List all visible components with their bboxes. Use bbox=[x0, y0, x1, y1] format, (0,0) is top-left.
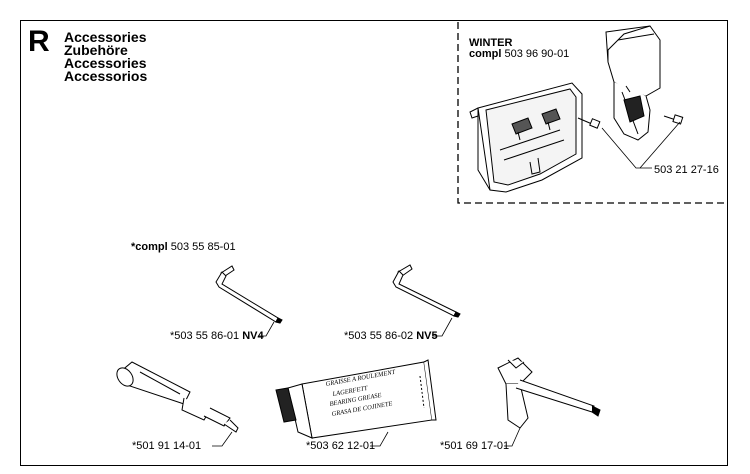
winter-screw-number: 503 21 27-16 bbox=[654, 164, 719, 176]
combination-spanner-drawing bbox=[497, 357, 601, 429]
part-number: *501 91 14-01 bbox=[132, 440, 202, 452]
part-label-hex-key-nv4: *503 55 86-01 NV4 bbox=[170, 330, 264, 342]
page-frame bbox=[20, 20, 728, 466]
title-english: Accessories bbox=[64, 29, 147, 45]
hex-key-nv5-drawing bbox=[392, 264, 461, 318]
winter-box-border bbox=[457, 22, 726, 204]
winter-compl-number: 503 96 90-01 bbox=[504, 48, 570, 60]
winter-plate-drawing bbox=[469, 82, 583, 193]
winter-compl-label: compl bbox=[469, 48, 502, 60]
part-label-spanner: *501 69 17-01 bbox=[440, 440, 509, 452]
section-titles: Accessories Zubehöre Accessories Accesso… bbox=[64, 29, 148, 84]
part-number: *503 62 12-01 bbox=[306, 440, 376, 452]
grease-tube-drawing bbox=[275, 359, 437, 439]
screw-drawings bbox=[577, 114, 684, 129]
part-code: NV5 bbox=[416, 330, 438, 342]
title-french: Accessories bbox=[64, 55, 147, 71]
hex-key-nv4-drawing bbox=[215, 265, 283, 324]
part-number: *503 55 86-02 bbox=[344, 330, 414, 342]
wrench-compl-label: *compl bbox=[131, 241, 168, 253]
part-number: *501 69 17-01 bbox=[440, 440, 510, 452]
grease-nozzle-drawing bbox=[116, 361, 239, 433]
part-label-hex-key-nv5: *503 55 86-02 NV5 bbox=[344, 330, 438, 342]
winter-hood-drawing bbox=[605, 25, 661, 141]
title-german: Zubehöre bbox=[64, 42, 128, 58]
winter-kit-name: WINTER bbox=[469, 37, 513, 49]
winter-kit-compl: compl 503 96 90-01 bbox=[469, 48, 569, 60]
title-spanish: Accessorios bbox=[64, 68, 148, 84]
part-code: NV4 bbox=[242, 330, 264, 342]
part-label-grease-tube: *503 62 12-01 bbox=[306, 440, 375, 452]
section-letter: R bbox=[28, 25, 50, 58]
part-label-grease-nozzle: *501 91 14-01 bbox=[132, 440, 201, 452]
part-number: *503 55 86-01 bbox=[170, 330, 240, 342]
wrench-compl-number: 503 55 85-01 bbox=[170, 241, 236, 253]
wrench-set-compl: *compl 503 55 85-01 bbox=[131, 241, 236, 253]
